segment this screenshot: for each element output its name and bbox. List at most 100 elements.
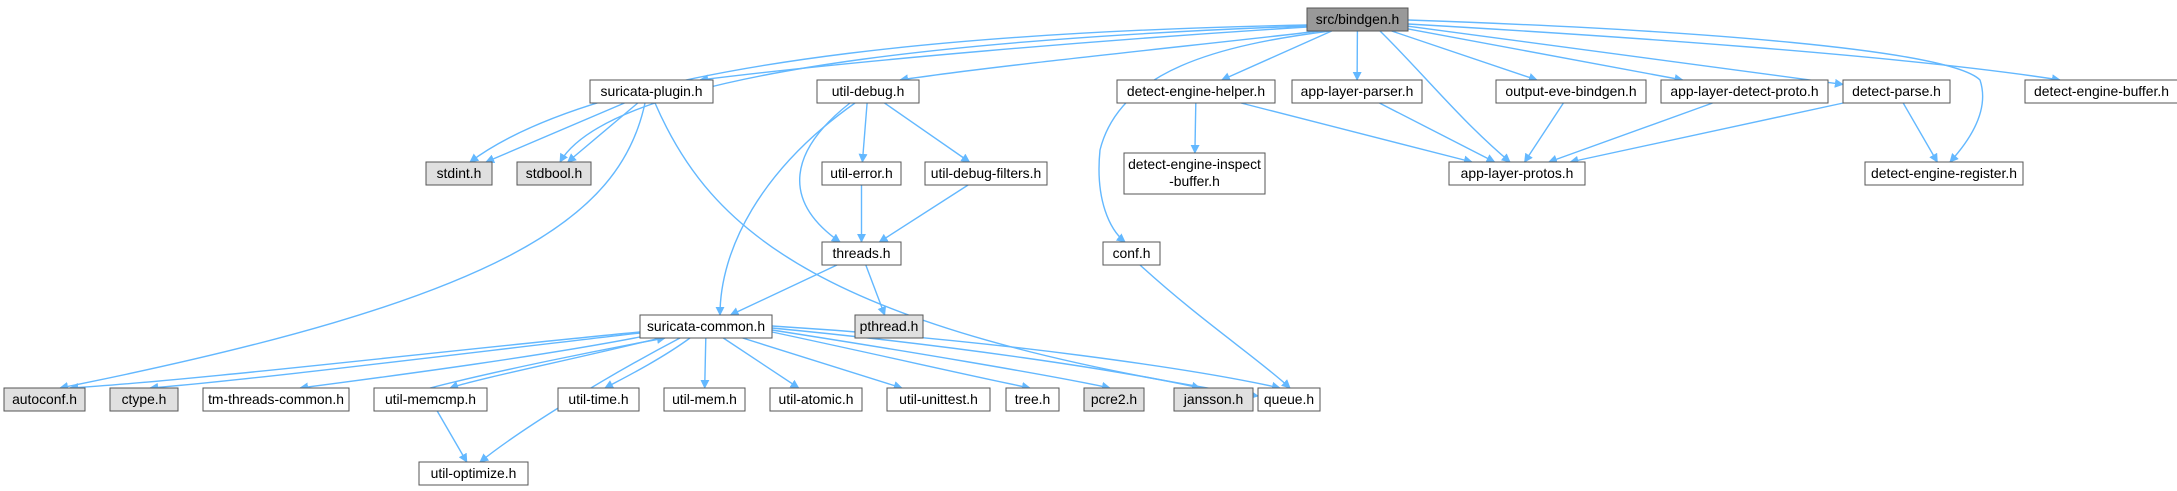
node-box — [418, 461, 529, 486]
edge-path — [604, 337, 691, 389]
edge-path — [69, 331, 641, 392]
edge-bindgen-to-stdbool — [559, 25, 1308, 163]
edge-suricata-common-to-util-memcmp — [449, 337, 661, 390]
node-util-debug-filters[interactable]: util-debug-filters.h — [924, 161, 1048, 186]
edge-bindgen-to-suricata-plugin — [699, 26, 1308, 84]
node-tree[interactable]: tree.h — [1005, 387, 1060, 412]
node-label: tree.h — [1015, 391, 1051, 407]
node-util-debug[interactable]: util-debug.h — [816, 79, 920, 104]
edge-bindgen-to-output-eve-bindgen — [1391, 30, 1538, 82]
node-box — [1448, 161, 1586, 186]
edge-suricata-plugin-to-stdint — [485, 102, 625, 163]
edge-path — [799, 102, 851, 243]
node-suricata-plugin[interactable]: suricata-plugin.h — [589, 79, 714, 104]
node-util-mem[interactable]: util-mem.h — [663, 387, 746, 412]
node-label: util-time.h — [568, 391, 628, 407]
node-box — [1123, 152, 1266, 195]
node-app-layer-parser[interactable]: app-layer-parser.h — [1291, 79, 1423, 104]
node-box — [1083, 387, 1145, 412]
node-util-memcmp[interactable]: util-memcmp.h — [373, 387, 488, 412]
node-app-layer-detect-proto[interactable]: app-layer-detect-proto.h — [1660, 79, 1829, 104]
node-label: conf.h — [1113, 245, 1151, 261]
node-label: util-error.h — [830, 165, 893, 181]
edge-path — [429, 335, 666, 389]
node-detect-engine-register[interactable]: detect-engine-register.h — [1864, 161, 2024, 186]
node-detect-parse[interactable]: detect-parse.h — [1842, 79, 1951, 104]
node-util-atomic[interactable]: util-atomic.h — [769, 387, 863, 412]
node-suricata-common[interactable]: suricata-common.h — [639, 314, 773, 339]
node-app-layer-protos[interactable]: app-layer-protos.h — [1448, 161, 1586, 186]
node-box — [639, 314, 773, 339]
node-box — [1660, 79, 1829, 104]
edge-path — [742, 337, 903, 390]
node-box — [589, 79, 714, 104]
node-util-error[interactable]: util-error.h — [821, 161, 902, 186]
node-detect-engine-inspect-buffer[interactable]: detect-engine-inspect-buffer.h — [1123, 152, 1266, 195]
node-label: jansson.h — [1183, 391, 1243, 407]
node-label: autoconf.h — [12, 391, 77, 407]
node-label: detect-engine-register.h — [1871, 165, 2017, 181]
node-box — [1842, 79, 1951, 104]
edge-path — [449, 337, 661, 390]
node-box — [1173, 387, 1254, 412]
edge-path — [729, 264, 838, 316]
node-box — [516, 161, 592, 186]
node-detect-engine-helper[interactable]: detect-engine-helper.h — [1116, 79, 1276, 104]
node-conf[interactable]: conf.h — [1102, 241, 1161, 266]
edge-path — [771, 327, 1201, 391]
node-pthread: pthread.h — [854, 314, 924, 339]
edge-detect-engine-helper-to-detect-engine-inspect-buffer — [1190, 102, 1200, 154]
node-autoconf: autoconf.h — [3, 387, 86, 412]
node-box — [1495, 79, 1647, 104]
edge-path — [899, 30, 1321, 84]
edge-path — [722, 337, 800, 389]
node-label: suricata-plugin.h — [601, 83, 703, 99]
edge-util-debug-filters-to-threads — [878, 184, 969, 243]
node-queue[interactable]: queue.h — [1257, 387, 1321, 412]
node-bindgen[interactable]: src/bindgen.h — [1306, 7, 1409, 32]
edge-threads-to-pthread — [865, 264, 887, 316]
edge-suricata-common-to-pcre2 — [771, 329, 1111, 391]
edge-suricata-common-to-autoconf — [69, 331, 641, 392]
node-output-eve-bindgen[interactable]: output-eve-bindgen.h — [1495, 79, 1647, 104]
edge-path — [567, 102, 639, 163]
node-box — [1005, 387, 1060, 412]
node-threads[interactable]: threads.h — [821, 241, 902, 266]
edge-path — [1379, 102, 1496, 163]
node-box — [1116, 79, 1276, 104]
edge-path — [1240, 102, 1473, 165]
node-box — [3, 387, 86, 412]
edge-path — [699, 26, 1308, 84]
node-label: util-debug.h — [832, 83, 905, 99]
node-util-optimize[interactable]: util-optimize.h — [418, 461, 529, 486]
node-label: ctype.h — [122, 391, 167, 407]
edge-util-debug-to-util-error — [858, 102, 868, 163]
node-box — [886, 387, 991, 412]
node-detect-engine-buffer[interactable]: detect-engine-buffer.h — [2024, 79, 2177, 104]
node-util-unittest[interactable]: util-unittest.h — [886, 387, 991, 412]
edge-path — [878, 184, 969, 243]
node-label: queue.h — [1264, 391, 1314, 407]
edge-path — [654, 102, 1259, 400]
edge-path — [559, 25, 1308, 163]
node-util-time[interactable]: util-time.h — [557, 387, 640, 412]
edge-path — [485, 102, 625, 163]
edge-path — [715, 102, 856, 316]
edge-bindgen-to-detect-parse — [1407, 25, 1844, 88]
node-box — [769, 387, 863, 412]
edge-path — [1524, 102, 1564, 163]
edge-path — [299, 334, 651, 392]
edge-util-debug-to-threads — [799, 102, 851, 243]
edge-path — [1379, 30, 1511, 163]
node-box — [821, 161, 902, 186]
node-label: util-memcmp.h — [385, 391, 476, 407]
node-box — [816, 79, 920, 104]
node-tm-threads-common[interactable]: tm-threads-common.h — [202, 387, 350, 412]
edge-suricata-common-to-tm-threads-common — [299, 334, 651, 392]
edge-util-debug-to-util-debug-filters — [884, 102, 971, 163]
edge-path — [1407, 19, 1984, 163]
edge-path — [1569, 102, 1844, 165]
edge-app-layer-detect-proto-to-app-layer-protos — [1548, 102, 1713, 164]
node-label: app-layer-detect-proto.h — [1670, 83, 1818, 99]
